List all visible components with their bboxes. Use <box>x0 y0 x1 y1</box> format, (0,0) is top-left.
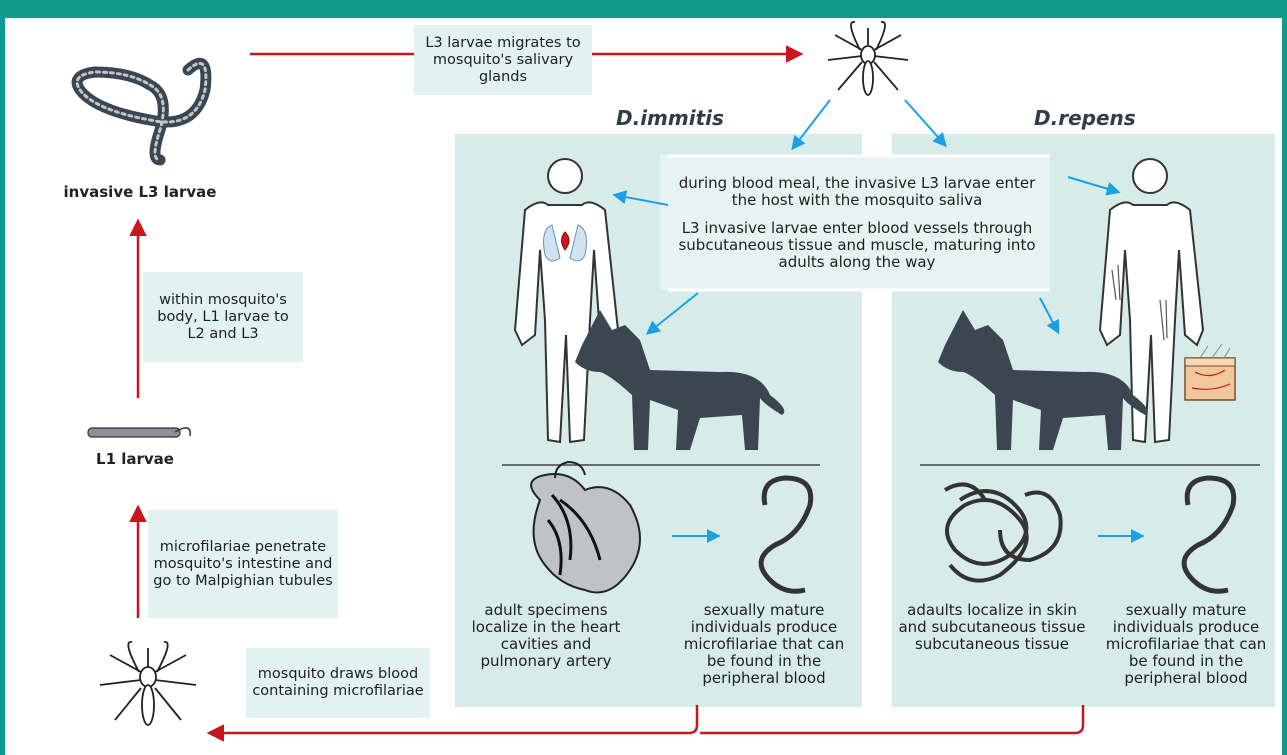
l1-larva-icon <box>88 428 190 437</box>
microfilaria-icon-immitis <box>761 478 811 591</box>
l1-larvae-label: L1 larvae <box>80 450 190 468</box>
invasive-l3-label: invasive L3 larvae <box>50 183 230 201</box>
mosquito-top-icon <box>828 22 908 95</box>
immitis-adult-text: adult specimens localize in the heart ca… <box>466 602 626 670</box>
skin-tissue-icon <box>1185 344 1235 400</box>
tangled-worms-icon <box>945 484 1061 580</box>
mosquito-draws-box: mosquito draws blood containing microfil… <box>246 648 430 718</box>
human-figure-icon <box>515 159 618 442</box>
l3-larva-icon <box>77 63 206 160</box>
migrates-box: L3 larvae migrates to mosquito's salivar… <box>414 25 592 95</box>
repens-adult-text: adaults localize in skin and subcutaneou… <box>898 602 1086 653</box>
within-body-box: within mosquito's body, L1 larvae to L2 … <box>143 272 303 362</box>
d-immitis-label: D.immitis <box>616 106 724 130</box>
dog-left-icon <box>575 310 784 450</box>
immitis-mature-text: sexually mature individuals produce micr… <box>678 602 850 687</box>
d-repens-label: D.repens <box>1034 106 1136 130</box>
microfilaria-icon-repens <box>1184 478 1234 591</box>
microfilariae-penetrate-box: microfilariae penetrate mosquito's intes… <box>148 510 338 618</box>
repens-mature-text: sexually mature individuals produce micr… <box>1100 602 1272 687</box>
mosquito-bottom-icon <box>100 642 196 725</box>
heart-icon <box>531 462 640 593</box>
arrow-repens-to-mosquito <box>700 705 1083 733</box>
enter-vessels-text: L3 invasive larvae enter blood vessels t… <box>668 220 1046 271</box>
blood-meal-text: during blood meal, the invasive L3 larva… <box>668 175 1046 209</box>
